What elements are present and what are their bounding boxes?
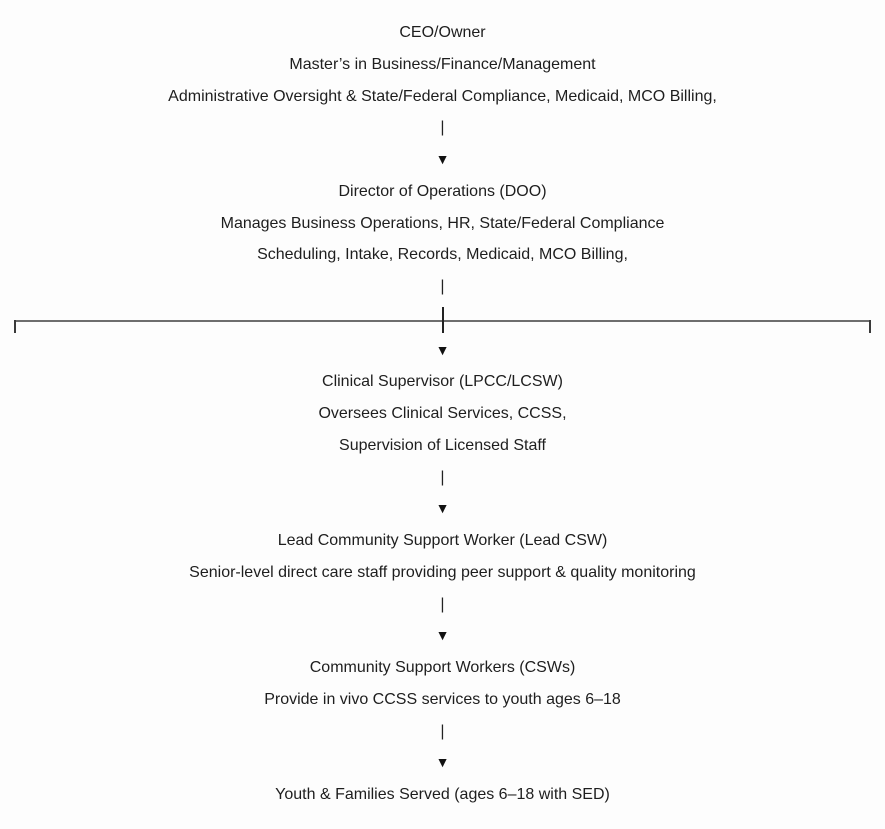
branch-connector — [0, 303, 885, 335]
level-detail-line: Manages Business Operations, HR, State/F… — [220, 214, 665, 232]
level-detail-line: Senior-level direct care staff providing… — [189, 563, 696, 581]
level-ceo: CEO/Owner Master’s in Business/Finance/M… — [0, 17, 885, 176]
level-detail-line: Master’s in Business/Finance/Management — [289, 55, 596, 73]
connector-stem: | — [440, 595, 445, 613]
arrow-down-icon: ▼ — [435, 627, 450, 644]
level-title: Community Support Workers (CSWs) — [309, 659, 576, 676]
level-csws: Community Support Workers (CSWs) Provide… — [0, 652, 885, 779]
level-doo: Director of Operations (DOO) Manages Bus… — [0, 176, 885, 303]
level-title: Clinical Supervisor (LPCC/LCSW) — [322, 373, 563, 391]
level-title: Lead Community Support Worker (Lead CSW) — [277, 532, 608, 549]
connector-stem: | — [440, 119, 445, 137]
connector-stem: | — [440, 468, 445, 486]
level-detail-line: Scheduling, Intake, Records, Medicaid, M… — [257, 246, 628, 264]
arrow-down-icon: ▼ — [435, 151, 450, 167]
level-clinical-supervisor: Clinical Supervisor (LPCC/LCSW) Oversees… — [0, 366, 885, 525]
arrow-down-icon: ▼ — [435, 754, 450, 771]
level-detail-line: Supervision of Licensed Staff — [339, 436, 546, 454]
arrow-down-icon: ▼ — [435, 341, 450, 358]
level-title: Director of Operations (DOO) — [338, 182, 547, 200]
arrow-down-icon: ▼ — [435, 500, 450, 517]
level-title: CEO/Owner — [399, 24, 486, 41]
level-lead-csw: Lead Community Support Worker (Lead CSW)… — [0, 525, 885, 652]
level-detail-line: Oversees Clinical Services, CCSS, — [318, 405, 567, 422]
level-youth-families: Youth & Families Served (ages 6–18 with … — [0, 779, 885, 811]
connector-stem: | — [440, 278, 445, 295]
connector-stem: | — [440, 722, 445, 740]
level-title: Youth & Families Served (ages 6–18 with … — [275, 786, 610, 803]
level-detail-line: Administrative Oversight & State/Federal… — [168, 87, 717, 105]
branch-center-stem — [441, 306, 444, 333]
level-detail-line: Provide in vivo CCSS services to youth a… — [264, 690, 621, 708]
